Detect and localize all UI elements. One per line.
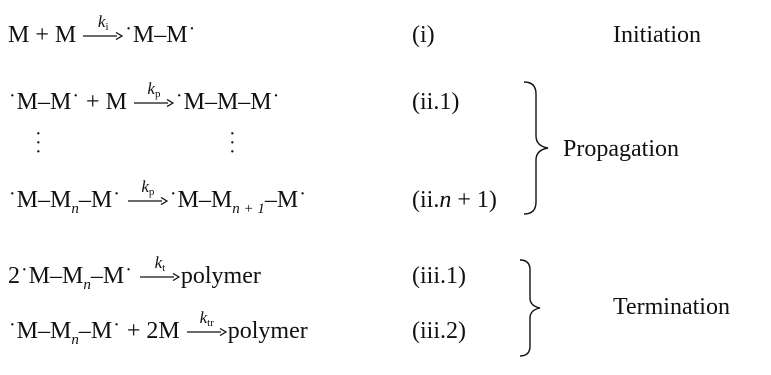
arrow-icon (133, 99, 174, 107)
right-brace-icon (519, 259, 541, 357)
equation-label-i: (i) (412, 22, 435, 48)
vertical-ellipsis: ··· (229, 123, 236, 163)
equation-propagation-1: ·M–M· + M kp ·M–M–M· (9, 79, 280, 116)
equation-initiation: M + M ki ·M–M· (8, 12, 196, 49)
rate-constant-ktr: ktr (199, 308, 214, 329)
right-brace-icon (523, 81, 549, 215)
equation-label-iii-2: (iii.2) (412, 318, 466, 344)
monomer-symbol: M (54, 22, 77, 48)
equation-label-iii-1: (iii.1) (412, 263, 466, 289)
equation-label-ii-1: (ii.1) (412, 89, 460, 115)
rate-constant-kp: kp (147, 79, 161, 100)
stage-termination: Termination (613, 294, 730, 320)
vertical-ellipsis: ··· (35, 123, 42, 163)
arrow-icon (127, 197, 168, 205)
rate-constant-ki: ki (97, 12, 109, 33)
equation-propagation-n: ·M–Mn–M· kp ·M–Mn + 1–M· (9, 177, 306, 217)
rate-constant-kt: kt (154, 253, 166, 274)
reaction-arrow: kp (127, 177, 168, 214)
arrow-icon (139, 273, 180, 281)
monomer-symbol: M (8, 22, 30, 48)
arrow-icon (186, 328, 227, 336)
reaction-arrow: ki (83, 12, 124, 49)
arrow-icon (83, 32, 124, 40)
reaction-arrow: ktr (186, 308, 227, 345)
equation-label-ii-n: (ii.n + 1) (412, 187, 497, 213)
reaction-arrow: kp (133, 79, 174, 116)
rate-constant-kp: kp (141, 177, 155, 198)
stage-propagation: Propagation (563, 136, 679, 162)
equation-termination-2: ·M–Mn–M· + 2M ktr polymer (9, 308, 308, 348)
equation-termination-1: 2·M–Mn–M· kt polymer (8, 253, 261, 293)
stage-initiation: Initiation (613, 22, 701, 48)
reaction-arrow: kt (139, 253, 180, 290)
